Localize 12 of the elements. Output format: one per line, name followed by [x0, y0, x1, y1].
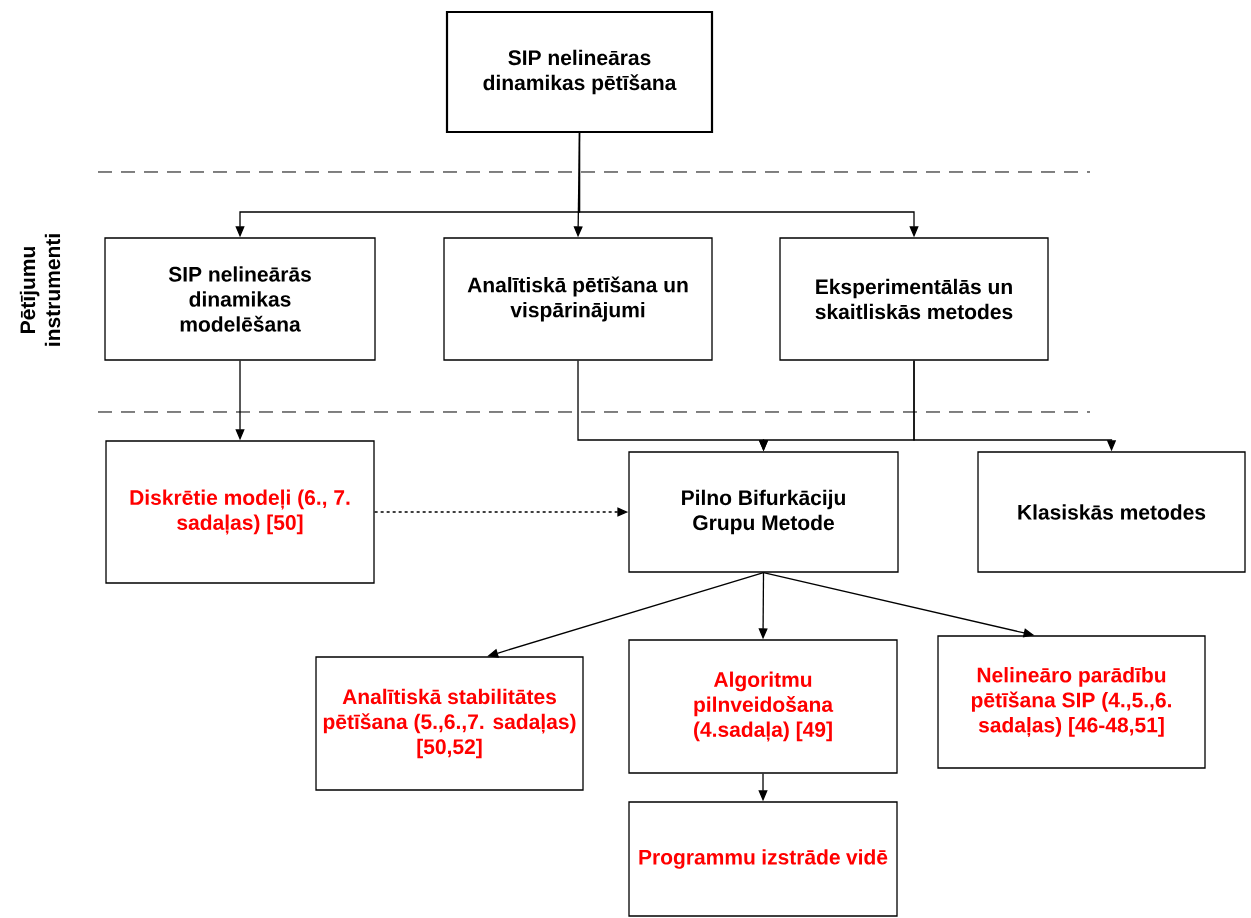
- process-box: Pilno Bifurkāciju Grupu Metode: [628, 451, 899, 573]
- process-box: Programmu izstrāde vidē: [628, 801, 898, 917]
- process-box: SIP nelineārās dinamikas modelēšana: [104, 237, 376, 361]
- process-box: Algoritmu pilnveidošana (4.sadaļa) [49]: [628, 639, 898, 774]
- process-box: Analītiskā pētīšana un vispārinājumi: [443, 237, 713, 361]
- side-label: Pētījumu instrumenti: [19, 234, 61, 346]
- process-box: Analītiskā stabilitātes pētīšana (5.,6.,7. sadaļas) [50,52]: [315, 656, 584, 791]
- process-box: Diskrētie modeļi (6., 7. sadaļas) [50]: [105, 440, 375, 584]
- process-box: Eksperimentālās un skaitliskās metodes: [779, 237, 1049, 361]
- process-box: SIP nelineāras dinamikas pētīšana: [445, 10, 714, 134]
- process-box: Klasiskās metodes: [977, 451, 1246, 573]
- process-box: Nelineāro parādību pētīšana SIP (4.,5.,6. sadaļas) [46-48,51]: [937, 635, 1206, 769]
